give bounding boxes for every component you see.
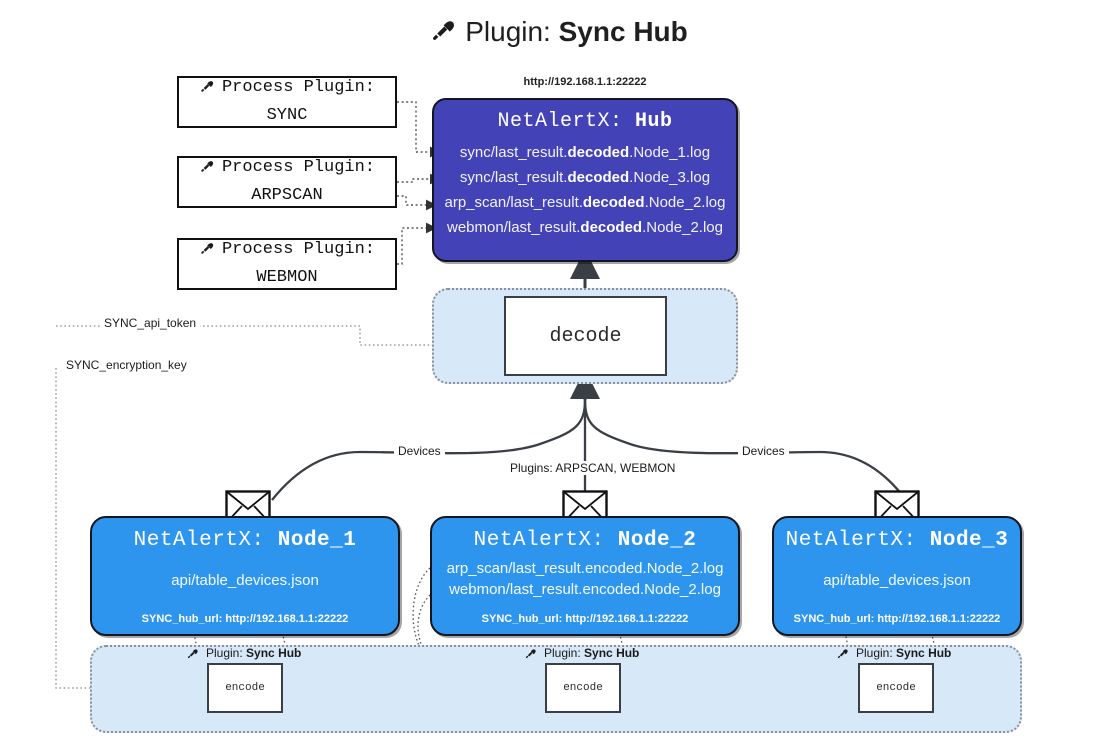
node-1-line: api/table_devices.json bbox=[171, 572, 319, 589]
hub-title: NetAlertX: Hub bbox=[497, 110, 672, 133]
node-2-hub-url: SYNC_hub_url: http://192.168.1.1:22222 bbox=[481, 613, 689, 625]
node-box-node-1[interactable]: NetAlertX: Node_1 api/table_devices.json… bbox=[90, 516, 400, 636]
plug-icon bbox=[199, 77, 216, 104]
edge-label-plugins: Plugins: ARPSCAN, WEBMON bbox=[506, 461, 680, 475]
hub-log-line: webmon/last_result.decoded.Node_2.log bbox=[447, 218, 723, 236]
encode-plugin-tag-3: Plugin: Sync Hub bbox=[836, 646, 951, 663]
hub-log-line: sync/last_result.decoded.Node_1.log bbox=[459, 144, 711, 161]
plug-icon bbox=[429, 14, 459, 51]
title-plugin-name: Sync Hub bbox=[558, 16, 688, 47]
process-plugin-sync-name: SYNC bbox=[266, 105, 308, 125]
node-3-title: NetAlertX: Node_3 bbox=[785, 529, 1009, 552]
hub-title-prefix: NetAlertX: bbox=[497, 110, 623, 133]
process-plugin-arpscan[interactable]: Process Plugin: ARPSCAN bbox=[177, 156, 397, 208]
process-plugin-webmon[interactable]: Process Plugin: WEBMON bbox=[177, 238, 397, 290]
title-prefix: Plugin: bbox=[465, 16, 551, 47]
page-title: Plugin: Sync Hub bbox=[0, 14, 1117, 51]
node-2-line: arp_scan/last_result.encoded.Node_2.log bbox=[446, 560, 724, 577]
node-3-line: api/table_devices.json bbox=[823, 572, 971, 589]
node-3-hub-url: SYNC_hub_url: http://192.168.1.1:22222 bbox=[793, 613, 1001, 625]
hub-log-line: arp_scan/last_result.decoded.Node_2.log bbox=[444, 193, 726, 211]
hub-title-name: Hub bbox=[635, 110, 673, 133]
process-plugin-arpscan-line1: Process Plugin: bbox=[199, 156, 375, 184]
edge-label-devices-right: Devices bbox=[738, 444, 789, 458]
plug-icon bbox=[199, 157, 216, 184]
secret-label-encryption-key: SYNC_encryption_key bbox=[62, 358, 191, 372]
node-1-title: NetAlertX: Node_1 bbox=[133, 529, 357, 552]
process-plugin-webmon-name: WEBMON bbox=[256, 267, 318, 287]
edge-label-devices-left: Devices bbox=[394, 444, 445, 458]
process-plugin-sync[interactable]: Process Plugin: SYNC bbox=[177, 76, 397, 128]
plugin-name: Sync Hub bbox=[246, 646, 302, 660]
process-plugin-sync-line1: Process Plugin: bbox=[199, 76, 375, 104]
plug-icon bbox=[524, 646, 538, 663]
encode-box-1[interactable]: encode bbox=[207, 663, 283, 713]
plug-icon bbox=[199, 239, 216, 266]
process-plugin-arpscan-name: ARPSCAN bbox=[251, 185, 323, 205]
node-2-title: NetAlertX: Node_2 bbox=[473, 529, 697, 552]
label: Plugin: bbox=[856, 646, 893, 660]
plugin-name: Sync Hub bbox=[896, 646, 952, 660]
label: Plugin: bbox=[544, 646, 581, 660]
encode-plugin-tag-1: Plugin: Sync Hub bbox=[186, 646, 301, 663]
label: Process Plugin: bbox=[221, 77, 376, 97]
hub-url-label: http://192.168.1.1:22222 bbox=[523, 76, 647, 88]
node-box-node-2[interactable]: NetAlertX: Node_2 arp_scan/last_result.e… bbox=[430, 516, 740, 636]
process-plugin-webmon-line1: Process Plugin: bbox=[199, 238, 375, 266]
node-box-node-3[interactable]: NetAlertX: Node_3 api/table_devices.json… bbox=[772, 516, 1022, 636]
encode-box-3[interactable]: encode bbox=[858, 663, 934, 713]
secret-label-api-token: SYNC_api_token bbox=[100, 316, 201, 330]
hub-node[interactable]: NetAlertX: Hub sync/last_result.decoded.… bbox=[432, 98, 738, 262]
label: Process Plugin: bbox=[221, 239, 376, 259]
plugin-name: Sync Hub bbox=[584, 646, 640, 660]
plug-icon bbox=[186, 646, 200, 663]
encode-plugin-tag-2: Plugin: Sync Hub bbox=[524, 646, 639, 663]
hub-log-line: sync/last_result.decoded.Node_3.log bbox=[459, 168, 711, 186]
node-1-hub-url: SYNC_hub_url: http://192.168.1.1:22222 bbox=[141, 613, 349, 625]
encode-box-2[interactable]: encode bbox=[545, 663, 621, 713]
node-2-line: webmon/last_result.encoded.Node_2.log bbox=[449, 581, 721, 598]
label: Plugin: bbox=[206, 646, 243, 660]
label: Process Plugin: bbox=[221, 157, 376, 177]
plug-icon bbox=[836, 646, 850, 663]
decode-box[interactable]: decode bbox=[504, 296, 667, 376]
